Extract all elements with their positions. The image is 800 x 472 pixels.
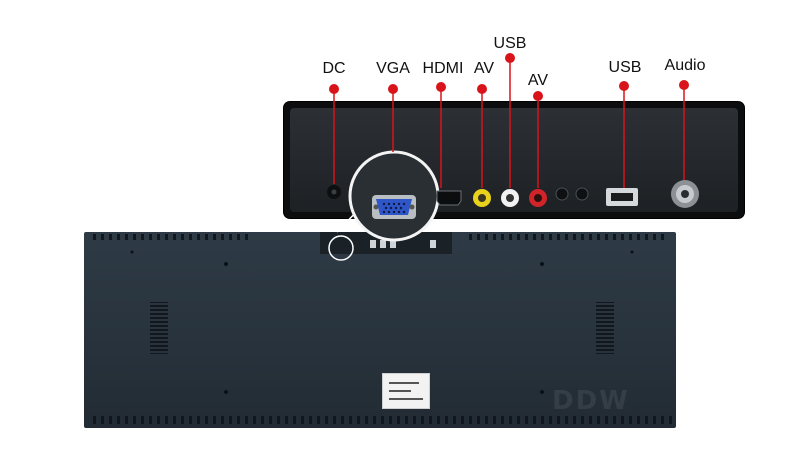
coax-port: [671, 180, 699, 208]
label-dc: DC: [322, 60, 346, 77]
label-audio: Audio: [664, 57, 706, 74]
av-white-port: [501, 189, 519, 207]
label-av-red: AV: [527, 72, 549, 89]
label-hdmi: HDMI: [422, 60, 464, 77]
right-vent: [596, 302, 614, 354]
top-vents: [92, 234, 252, 240]
brand-watermark: DDW: [552, 386, 630, 416]
zoom-source-circle: [328, 235, 354, 261]
pointer-lines: [333, 58, 685, 188]
av-red-port: [529, 189, 547, 207]
audio-jacks: [555, 187, 589, 201]
vga-port-magnified: [348, 150, 440, 242]
left-vent: [150, 302, 168, 354]
label-usb-top: USB: [493, 35, 527, 52]
monitor-back-panel: [84, 232, 676, 428]
mount-holes: [130, 250, 634, 394]
label-av-yellow: AV: [473, 60, 495, 77]
av-yellow-port: [473, 189, 491, 207]
label-vga: VGA: [376, 60, 410, 77]
dc-port: [327, 185, 341, 199]
serial-sticker: [382, 373, 430, 409]
hdmi-port: [436, 190, 462, 206]
panel-details: [92, 232, 672, 424]
pointer-dots: [329, 53, 689, 101]
usb-port: [606, 188, 638, 206]
label-usb: USB: [608, 59, 642, 76]
